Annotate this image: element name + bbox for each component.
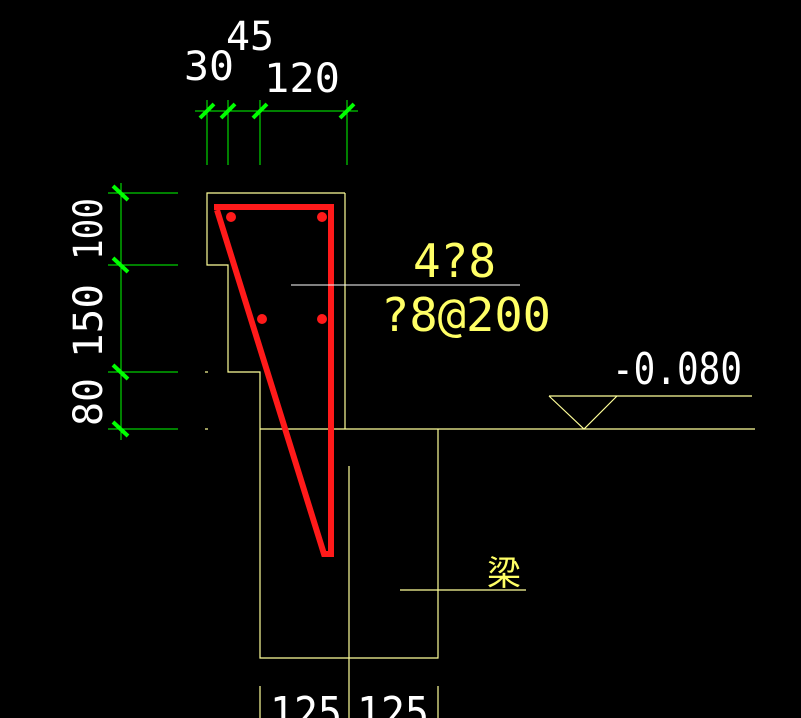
rebar-dot-top-right bbox=[317, 212, 327, 222]
left-dim-text-150: 150 bbox=[66, 284, 112, 358]
top-dim-text-120: 120 bbox=[264, 56, 340, 102]
top-dimension-texts: 30 45 120 bbox=[184, 14, 340, 102]
elevation-triangle bbox=[548, 395, 618, 430]
left-dim-text-100: 100 bbox=[66, 198, 112, 260]
rebar-dot-mid-right bbox=[317, 314, 327, 324]
left-dimension-texts: 100 150 80 bbox=[66, 198, 112, 426]
bottom-dimension-texts: 125 125 bbox=[270, 688, 429, 718]
rebar-dot-top-left bbox=[226, 212, 236, 222]
top-tick-2 bbox=[219, 102, 237, 120]
left-tick-2 bbox=[111, 256, 130, 274]
bottom-dim-text-125-right: 125 bbox=[357, 688, 429, 718]
rebar-group bbox=[214, 204, 334, 557]
top-dimension-ticks bbox=[198, 102, 356, 120]
left-tick-4 bbox=[111, 420, 130, 438]
elevation-text: -0.080 bbox=[612, 344, 742, 395]
top-dim-text-45: 45 bbox=[226, 14, 274, 60]
elevation-mark bbox=[548, 395, 752, 430]
top-rebar-text: 4?8 bbox=[413, 234, 496, 288]
top-tick-4 bbox=[338, 102, 356, 120]
top-tick-1 bbox=[198, 102, 216, 120]
rebar-stirrup-shape bbox=[214, 204, 334, 557]
left-tick-3 bbox=[111, 363, 130, 381]
section-outline bbox=[205, 192, 755, 718]
cantilever-slab-outline bbox=[206, 192, 345, 429]
left-dimension-ticks bbox=[111, 184, 130, 438]
stirrup-text: ?8@200 bbox=[381, 288, 551, 342]
rebar-dot-mid-left bbox=[257, 314, 267, 324]
rebar-dots bbox=[226, 212, 327, 324]
bottom-dim-text-125-left: 125 bbox=[270, 688, 342, 718]
top-tick-3 bbox=[251, 102, 269, 120]
left-dim-text-80: 80 bbox=[66, 378, 112, 426]
left-tick-1 bbox=[111, 184, 130, 202]
beam-label-text: 梁 bbox=[487, 554, 521, 594]
top-dim-text-30: 30 bbox=[184, 44, 234, 90]
